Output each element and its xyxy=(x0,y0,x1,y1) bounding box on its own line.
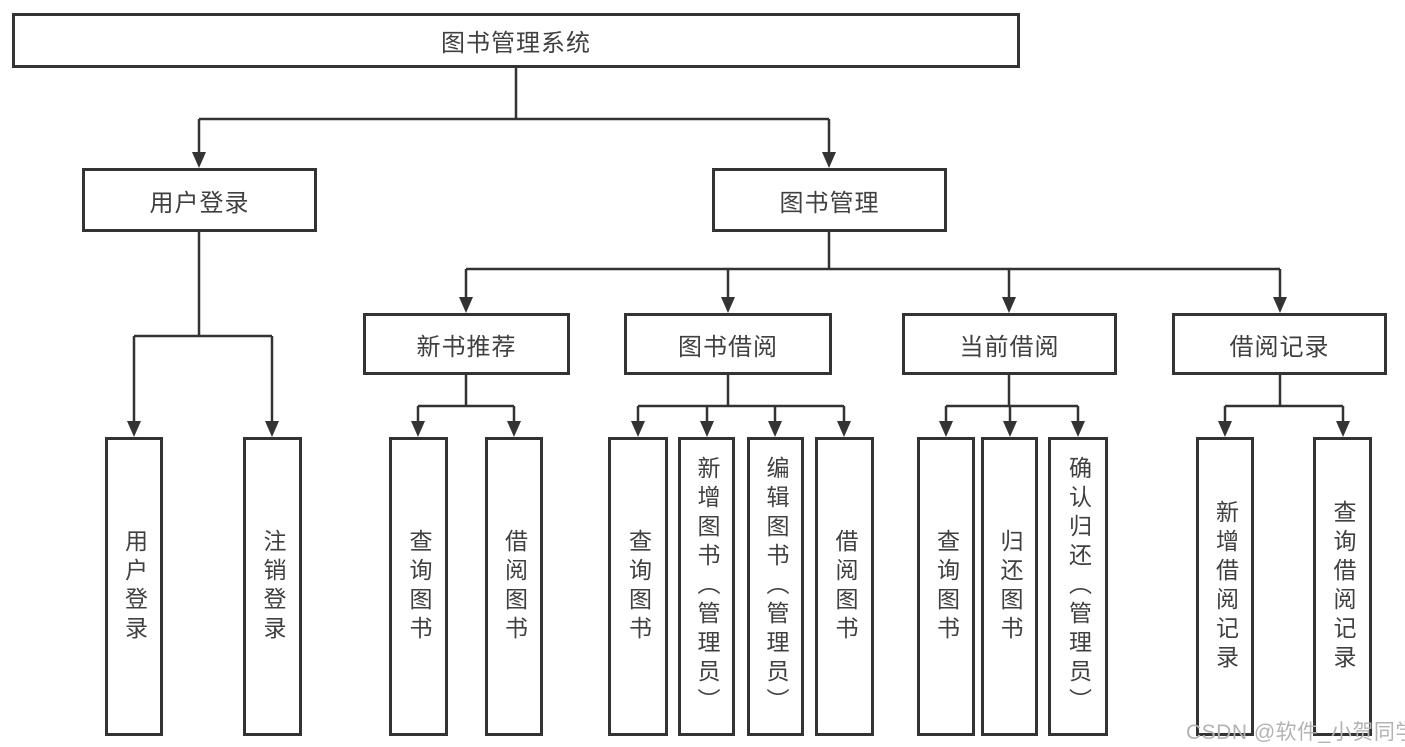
leaf-query-borrow-record-label: 查询借阅记录 xyxy=(1330,499,1356,674)
node-new-book-recommendation: 新书推荐 xyxy=(363,313,570,375)
node-user-login: 用户登录 xyxy=(82,168,317,232)
leaf-query-borrow-record: 查询借阅记录 xyxy=(1313,437,1372,736)
leaf-logout: 注销登录 xyxy=(243,437,302,736)
node-book-borrowing: 图书借阅 xyxy=(624,313,832,375)
node-borrowing-records: 借阅记录 xyxy=(1172,313,1387,375)
leaf-borrow-books-recommend: 借阅图书 xyxy=(485,437,543,736)
leaf-add-borrow-record: 新增借阅记录 xyxy=(1196,437,1254,736)
leaf-confirm-return-admin-label: 确认归还（管理员） xyxy=(1065,456,1092,717)
leaf-borrow-books-borrow: 借阅图书 xyxy=(815,437,874,736)
leaf-logout-label: 注销登录 xyxy=(260,528,286,645)
leaf-add-book-admin: 新增图书（管理员） xyxy=(678,437,735,736)
arrowheads xyxy=(127,152,1350,437)
leaf-user-login-label: 用户登录 xyxy=(121,528,148,645)
leaf-query-books-current-label: 查询图书 xyxy=(933,528,960,645)
leaf-borrow-books-borrow-label: 借阅图书 xyxy=(832,528,858,645)
leaf-return-books: 归还图书 xyxy=(981,437,1038,736)
leaf-edit-book-admin: 编辑图书（管理员） xyxy=(747,437,804,736)
leaf-query-books-borrow: 查询图书 xyxy=(608,437,668,736)
node-current-borrowing: 当前借阅 xyxy=(902,313,1117,375)
leaf-query-books-current: 查询图书 xyxy=(917,437,975,736)
csdn-watermark: CSDN @软件_小贺同学 xyxy=(1186,721,1405,744)
leaf-edit-book-admin-label: 编辑图书（管理员） xyxy=(763,456,789,717)
leaf-confirm-return-admin: 确认归还（管理员） xyxy=(1048,437,1108,736)
leaf-query-books-recommend: 查询图书 xyxy=(389,437,448,736)
leaf-borrow-books-recommend-label: 借阅图书 xyxy=(501,528,528,645)
node-book-management: 图书管理 xyxy=(712,168,947,232)
leaf-query-books-borrow-label: 查询图书 xyxy=(625,528,652,645)
leaf-add-borrow-record-label: 新增借阅记录 xyxy=(1212,499,1239,674)
leaf-add-book-admin-label: 新增图书（管理员） xyxy=(694,456,720,717)
node-library-management-system: 图书管理系统 xyxy=(12,13,1020,68)
leaf-query-books-recommend-label: 查询图书 xyxy=(406,528,432,645)
leaf-return-books-label: 归还图书 xyxy=(997,528,1023,645)
leaf-user-login: 用户登录 xyxy=(105,437,163,736)
